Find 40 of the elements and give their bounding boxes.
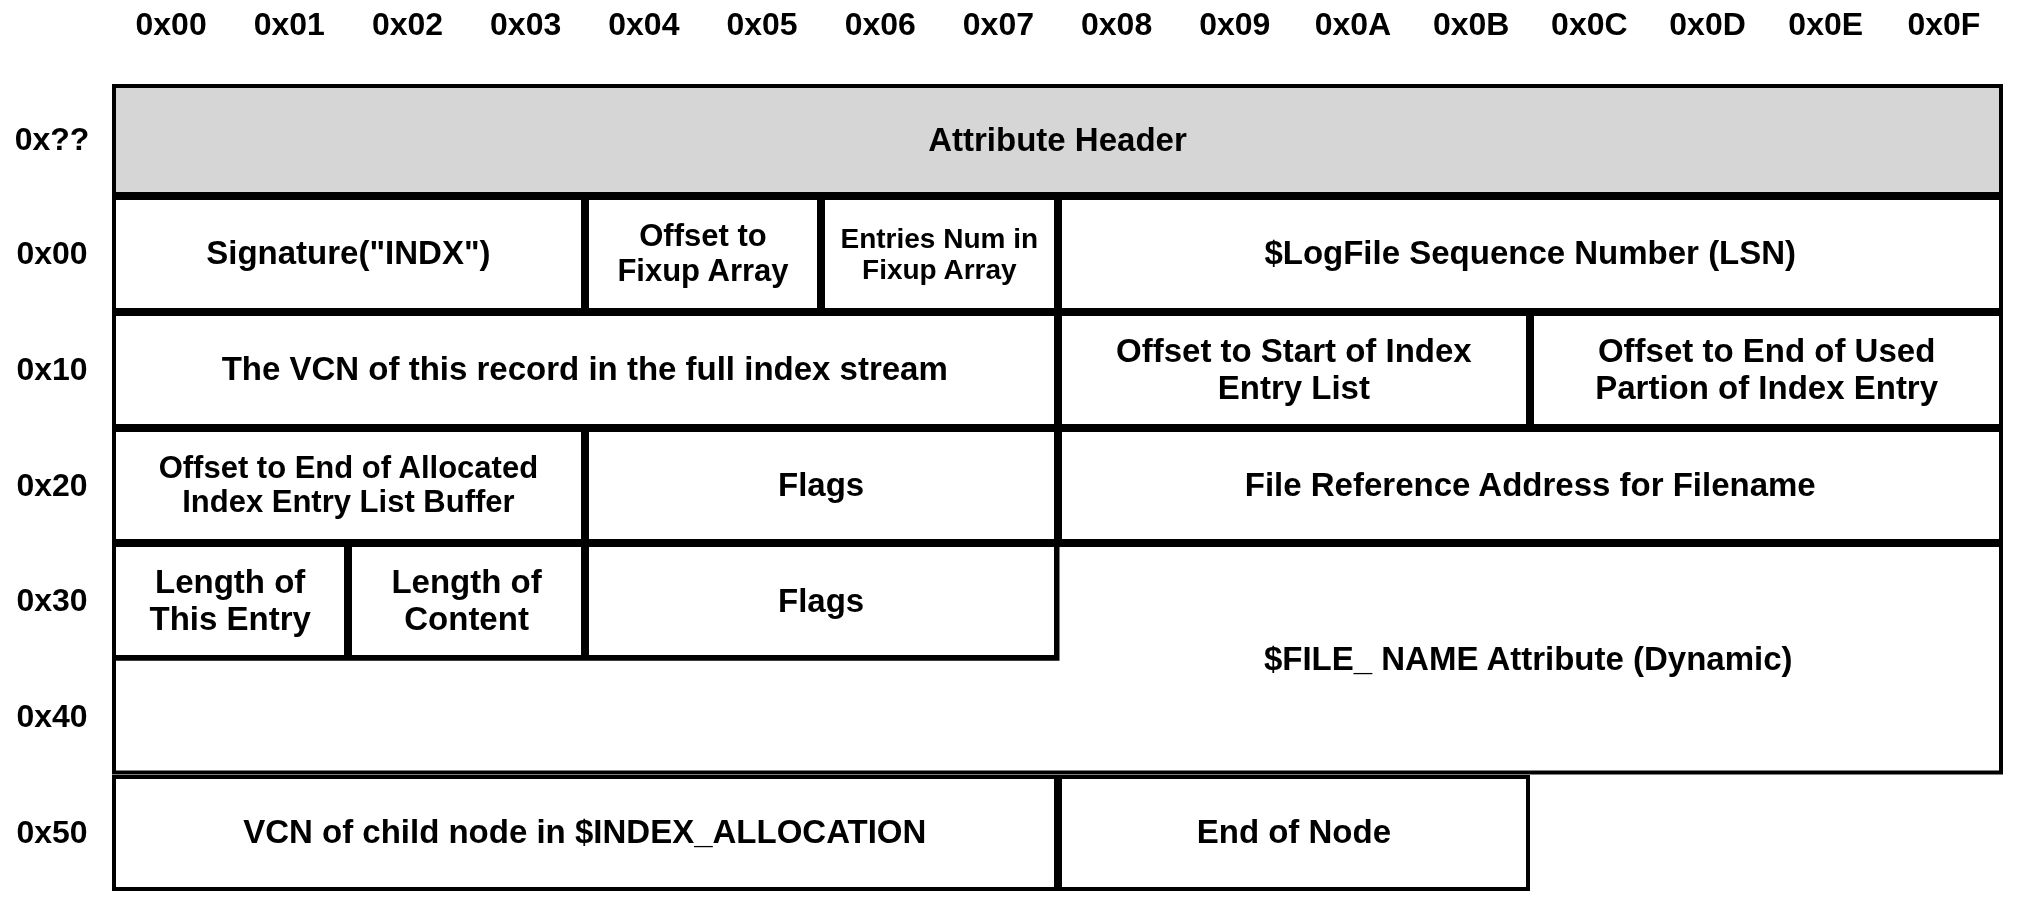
field-box: Length of Content bbox=[348, 543, 585, 660]
field-box: Flags bbox=[584, 543, 1058, 660]
field-box: Offset to Fixup Array bbox=[584, 196, 822, 312]
field-box: $LogFile Sequence Number (LSN) bbox=[1057, 196, 2003, 312]
column-offset: 0x02 bbox=[370, 6, 445, 43]
column-offset: 0x01 bbox=[252, 6, 326, 43]
field-box: The VCN of this record in the full index stream bbox=[112, 311, 1058, 428]
row-offset: 0x30 bbox=[15, 582, 89, 620]
header-band: Attribute Header bbox=[112, 84, 2003, 196]
row-offset: 0x10 bbox=[15, 350, 89, 388]
row-offset: 0x00 bbox=[15, 234, 89, 272]
field-box: End of Node bbox=[1057, 775, 1531, 891]
column-offset: 0x08 bbox=[1080, 6, 1154, 43]
column-offset: 0x05 bbox=[725, 6, 799, 43]
field-label: $FILE_ NAME Attribute (Dynamic) bbox=[1262, 639, 1794, 680]
column-offset: 0x04 bbox=[607, 6, 681, 43]
row-offset: 0x20 bbox=[15, 466, 89, 504]
field-box: Signature("INDX") bbox=[112, 196, 585, 312]
column-offset: 0x0F bbox=[1906, 6, 1982, 43]
field-box: Length of This Entry bbox=[112, 543, 349, 660]
field-box: Flags bbox=[584, 427, 1058, 544]
column-offset: 0x06 bbox=[843, 6, 917, 43]
row-offset: 0x?? bbox=[13, 121, 91, 158]
column-offset: 0x09 bbox=[1198, 6, 1272, 43]
field-box: Offset to Start of Index Entry List bbox=[1057, 311, 1531, 428]
field-box: Entries Num in Fixup Array bbox=[821, 196, 1058, 312]
row-offset: 0x50 bbox=[15, 813, 89, 851]
column-offset: 0x0E bbox=[1787, 6, 1865, 43]
column-offset: 0x0A bbox=[1313, 6, 1393, 43]
row-offset: 0x40 bbox=[15, 698, 89, 736]
column-offset: 0x0C bbox=[1550, 6, 1629, 43]
column-offset: 0x0D bbox=[1668, 6, 1747, 43]
column-offset: 0x03 bbox=[489, 6, 563, 43]
field-box: File Reference Address for Filename bbox=[1057, 427, 2003, 544]
field-box: VCN of child node in $INDEX_ALLOCATION bbox=[112, 775, 1058, 891]
column-offset: 0x07 bbox=[961, 6, 1035, 43]
column-offset: 0x00 bbox=[134, 6, 208, 43]
field-box: Offset to End of Used Partion of Index Entry bbox=[1530, 311, 2003, 428]
column-offset: 0x0B bbox=[1431, 6, 1511, 43]
field-box: Offset to End of Allocated Index Entry List Buffer bbox=[112, 427, 585, 544]
